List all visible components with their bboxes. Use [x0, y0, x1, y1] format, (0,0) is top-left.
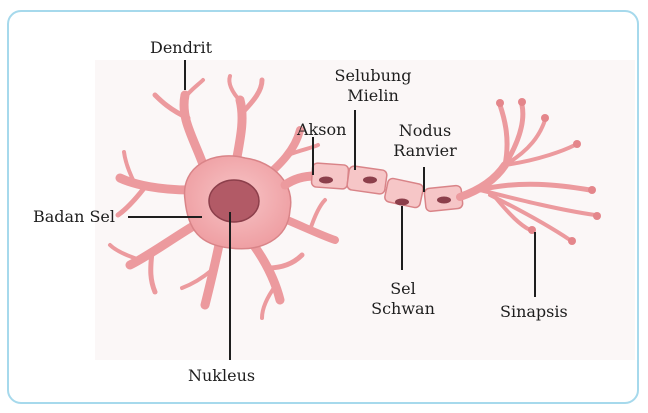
synapse-knobs [496, 98, 601, 245]
label-selubung-line1: Selubung [334, 66, 412, 85]
label-sinapsis: Sinapsis [500, 302, 568, 321]
label-badan-sel: Badan Sel [33, 207, 116, 226]
label-sel-line2: Schwan [371, 299, 435, 318]
nucleus [208, 179, 260, 223]
label-sel-schwan: Sel Schwan [366, 279, 440, 319]
label-nodus-ranvier: Nodus Ranvier [390, 121, 460, 161]
label-selubung-line2: Mielin [347, 86, 399, 105]
label-selubung-mielin: Selubung Mielin [326, 66, 420, 106]
label-sel-line1: Sel [390, 279, 416, 298]
myelin-sheath [310, 162, 464, 213]
label-nukleus: Nukleus [188, 366, 256, 385]
label-nodus-line2: Ranvier [393, 141, 457, 160]
axon-terminal [456, 102, 597, 242]
leader-lines [128, 60, 536, 360]
label-nodus-line1: Nodus [398, 121, 452, 140]
label-dendrit: Dendrit [150, 38, 213, 57]
label-akson: Akson [297, 120, 347, 139]
